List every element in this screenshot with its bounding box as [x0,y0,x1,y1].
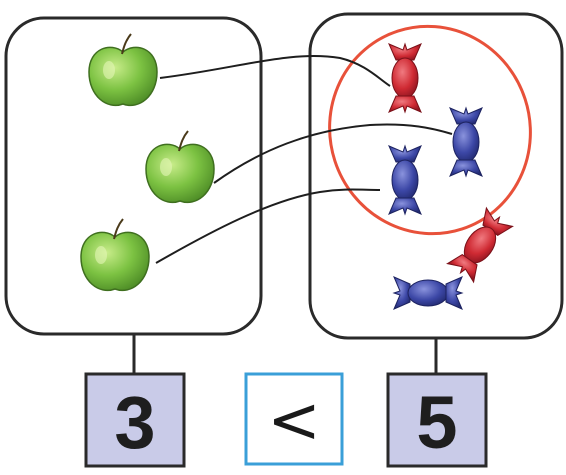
right-number-box: 5 [386,372,488,468]
comparison-sign: < [267,384,321,458]
matching-line [213,123,453,184]
candy-icon [393,276,463,310]
left-number-box: 3 [84,372,186,468]
right-count: 5 [416,381,457,464]
comparison-box: < [244,372,344,466]
candy-icon [388,43,422,113]
candy-icon [388,145,422,215]
left-count: 3 [114,381,155,464]
matching-line [159,55,391,87]
candy-icon [449,107,483,177]
matched-candies-circle [328,24,532,236]
matching-line [155,188,381,264]
